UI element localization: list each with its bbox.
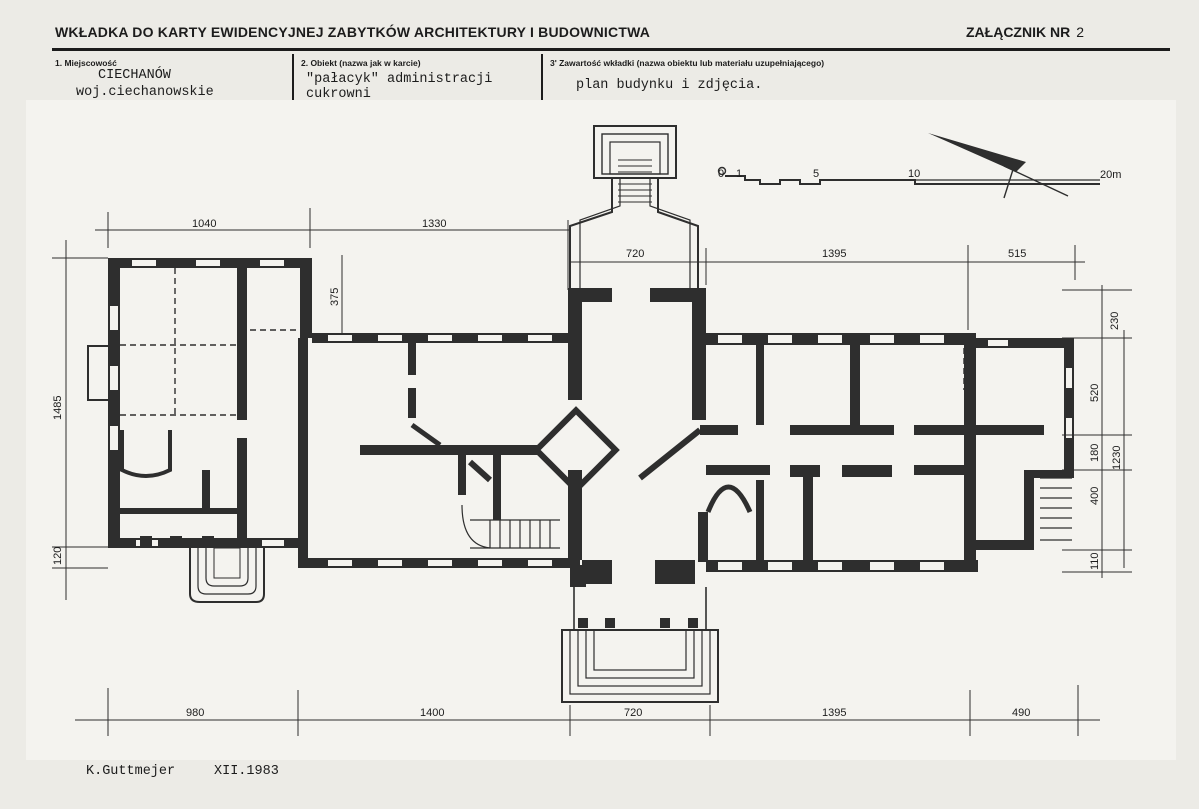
place-value-voivodeship: woj.ciechanowskie <box>76 85 214 100</box>
dim-bottom-490: 490 <box>1012 707 1030 719</box>
sheet-title: WKŁADKA DO KARTY EWIDENCYJNEJ ZABYTKÓW A… <box>55 24 651 40</box>
drawing-date: XII.1983 <box>214 764 279 779</box>
dim-right-180: 180 <box>1089 444 1101 462</box>
dim-top-1040: 1040 <box>192 218 216 230</box>
field-divider-1 <box>292 54 294 100</box>
scale-label-5: 5 <box>813 168 819 180</box>
dim-bottom-720: 720 <box>624 707 642 719</box>
dim-right-400: 400 <box>1089 487 1101 505</box>
window-openings <box>110 260 1072 570</box>
dim-top-1330: 1330 <box>422 218 446 230</box>
scale-label-10: 10 <box>908 168 920 180</box>
contents-value: plan budynku i zdjęcia. <box>576 78 763 93</box>
annex-number: 2 <box>1076 24 1085 40</box>
object-label: 2. Obiekt (nazwa jak w karcie) <box>301 58 421 68</box>
object-value-line1: "pałacyk" administracji <box>306 72 493 87</box>
object-value-line2: cukrowni <box>306 87 371 102</box>
header-rule <box>52 48 1170 51</box>
dim-bottom-1400: 1400 <box>420 707 444 719</box>
dim-left-120: 120 <box>52 547 64 565</box>
dim-right-230: 230 <box>1109 312 1121 330</box>
dim-bottom-980: 980 <box>186 707 204 719</box>
scale-label-0: 0 <box>718 168 724 180</box>
dim-top-515: 515 <box>1008 248 1026 260</box>
contents-label: 3' Zawartość wkładki (nazwa obiektu lub … <box>550 58 825 68</box>
author-name: K.Guttmejer <box>86 764 176 779</box>
dim-right-520: 520 <box>1089 384 1101 402</box>
scale-bar <box>717 166 1100 185</box>
dim-left-1485: 1485 <box>52 396 64 420</box>
dim-top-1395: 1395 <box>822 248 846 260</box>
dimension-lines <box>52 208 1132 736</box>
dim-inner-375: 375 <box>329 288 341 306</box>
annex-label-text: ZAŁĄCZNIK NR <box>966 24 1071 40</box>
dim-bottom-1395: 1395 <box>822 707 846 719</box>
field-divider-2 <box>541 54 543 100</box>
dim-top-720: 720 <box>626 248 644 260</box>
column-bases <box>140 536 698 628</box>
dim-right-1230: 1230 <box>1111 446 1123 470</box>
scale-label-20m: 20m <box>1100 169 1121 181</box>
north-arrow-icon <box>928 133 1069 199</box>
place-value-city: CIECHANÓW <box>98 68 171 83</box>
annex-label: ZAŁĄCZNIK NR 2 <box>966 24 1084 40</box>
plan-details <box>87 125 1072 703</box>
scale-label-1: 1 <box>736 168 742 180</box>
dim-right-110: 110 <box>1089 552 1101 570</box>
place-label: 1. Miejscowość <box>55 58 117 68</box>
